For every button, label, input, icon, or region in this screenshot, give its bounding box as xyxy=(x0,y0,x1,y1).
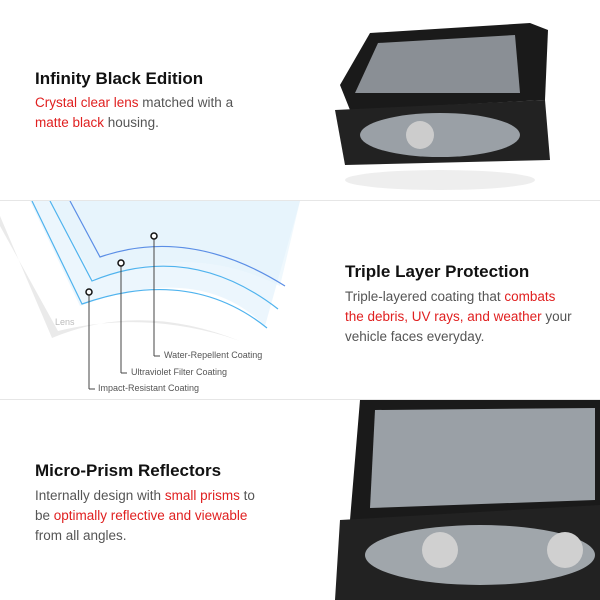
headlight-closeup-image xyxy=(335,400,600,600)
section-triple-layer: Lens Water-Repellent Coating Ultraviolet… xyxy=(0,200,600,400)
section-title: Triple Layer Protection xyxy=(345,262,530,281)
section-title: Micro-Prism Reflectors xyxy=(35,461,222,480)
layer-label: Impact-Resistant Coating xyxy=(98,383,200,393)
section-title: Infinity Black Edition xyxy=(35,69,204,88)
lens-label: Lens xyxy=(55,317,75,327)
section-infinity-black: Infinity Black Edition Crystal clear len… xyxy=(0,0,600,200)
section-micro-prism: Micro-Prism Reflectors Internally design… xyxy=(0,400,600,600)
headlight-image xyxy=(335,23,550,190)
section-description: Crystal clear lens matched with a matte … xyxy=(35,95,234,130)
section-description: Internally design with small prisms to b… xyxy=(35,488,255,543)
section-description: Triple-layered coating that combats the … xyxy=(345,289,572,344)
coating-diagram xyxy=(0,201,300,390)
layer-label: Water-Repellent Coating xyxy=(164,350,263,360)
layer-label: Ultraviolet Filter Coating xyxy=(131,367,228,377)
